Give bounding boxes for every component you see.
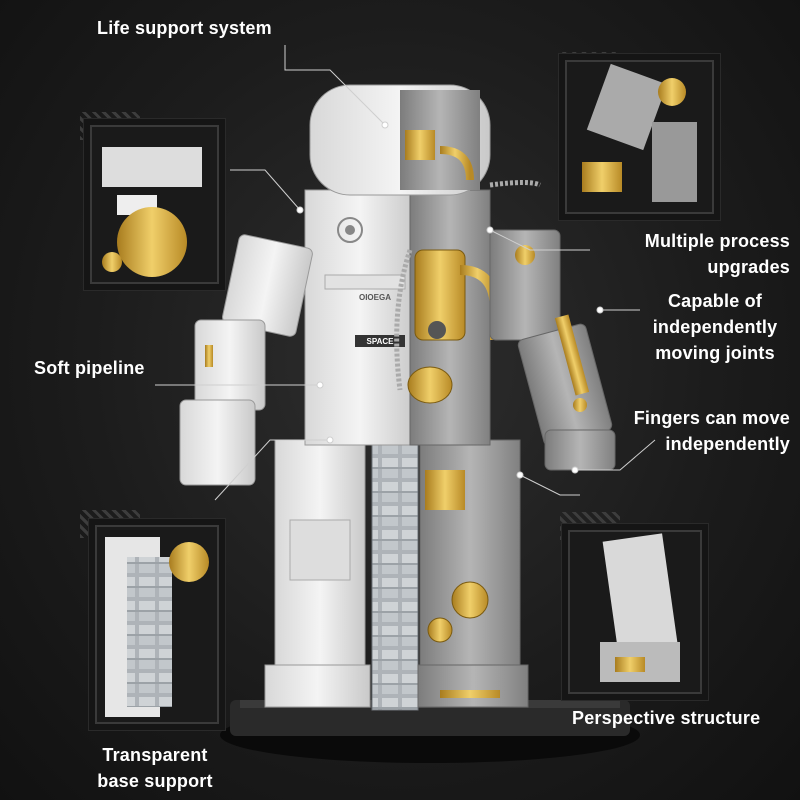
- arm-mechanism-detail-thumbnail: [565, 60, 714, 214]
- model-code-label: OIOEGA: [359, 293, 391, 302]
- life-support-label: Life support system: [97, 18, 272, 38]
- fingers-label: Fingers can move independently: [633, 408, 790, 454]
- independent-joints-label: Capable of independently moving joints: [652, 291, 778, 363]
- base-support-detail-thumbnail: [95, 525, 219, 724]
- helmet-detail-thumbnail: [90, 125, 219, 284]
- perspective-structure-label: Perspective structure: [572, 708, 761, 728]
- perspective-structure-detail-thumbnail: [568, 530, 702, 694]
- transparent-base-label: Transparent base support: [97, 745, 213, 791]
- soft-pipeline-label: Soft pipeline: [34, 358, 145, 378]
- process-upgrades-label: Multiple process upgrades: [644, 231, 790, 277]
- space-label: SPACE: [367, 337, 395, 346]
